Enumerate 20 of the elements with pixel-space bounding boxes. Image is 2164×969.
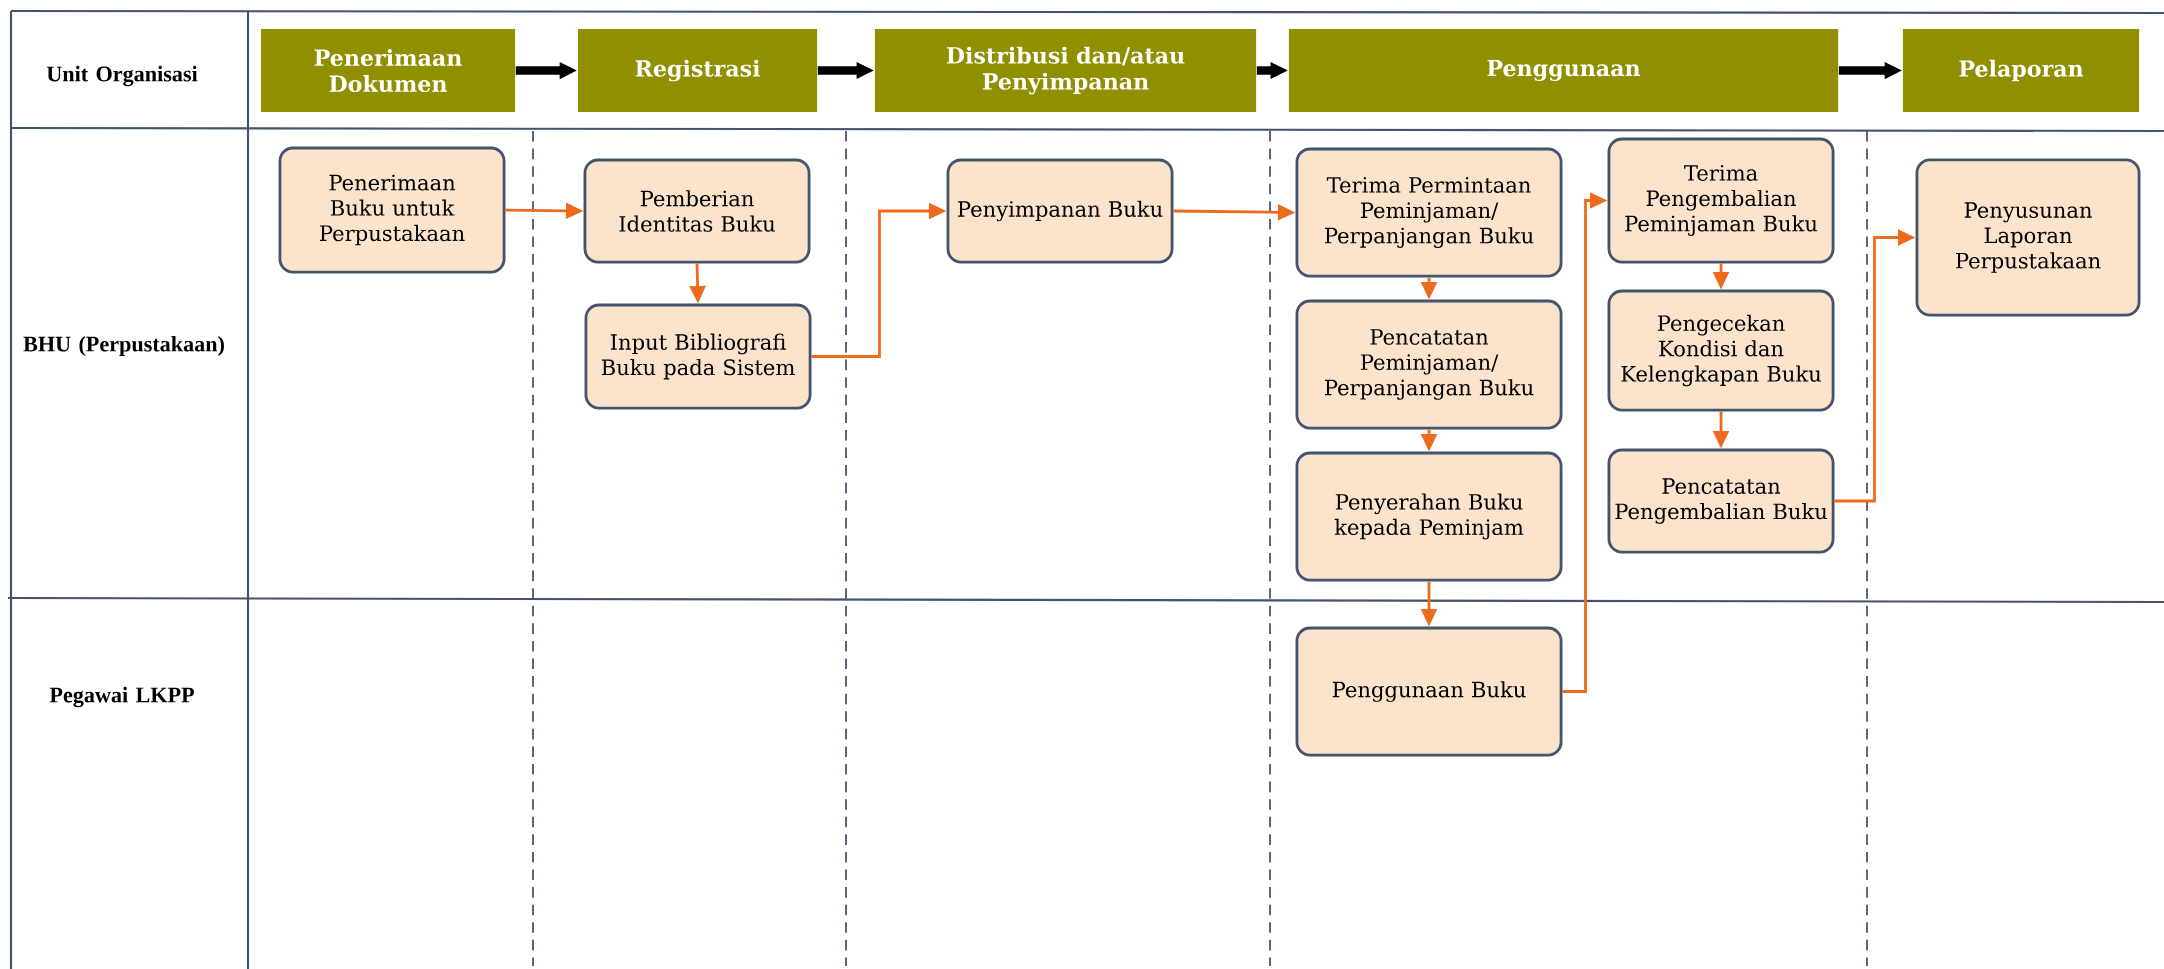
process-box: Penyusunan Laporan Perpustakaan (1915, 158, 2141, 317)
process-box: Input Bibliografi Buku pada Sistem (584, 303, 812, 410)
phase-header: Registrasi (577, 29, 818, 113)
phase-header: Pelaporan (1902, 29, 2140, 113)
phase-header: Penerimaan Dokumen (260, 29, 516, 113)
process-box: Pencatatan Pengembalian Buku (1607, 448, 1835, 554)
process-box: Pencatatan Peminjaman/ Perpanjangan Buku (1295, 299, 1563, 430)
phase-header: Penggunaan (1288, 29, 1839, 113)
process-box: Penerimaan Buku untuk Perpustakaan (278, 146, 506, 274)
lane-label: Unit Organisasi (46, 65, 198, 87)
process-box: Terima Permintaan Peminjaman/ Perpanjangan Buku (1295, 147, 1563, 278)
lane-label: BHU (Perpustakaan) (23, 335, 224, 357)
process-box: Penggunaan Buku (1295, 626, 1563, 757)
process-box: Pengecekan Kondisi dan Kelengkapan Buku (1607, 289, 1835, 412)
process-box: Penyimpanan Buku (946, 158, 1174, 264)
process-box: Pemberian Identitas Buku (583, 158, 811, 264)
phase-header: Distribusi dan/atau Penyimpanan (874, 29, 1257, 113)
lane-label: Pegawai LKPP (49, 686, 194, 708)
process-box: Terima Pengembalian Peminjaman Buku (1607, 137, 1835, 264)
process-box: Penyerahan Buku kepada Peminjam (1295, 451, 1563, 582)
